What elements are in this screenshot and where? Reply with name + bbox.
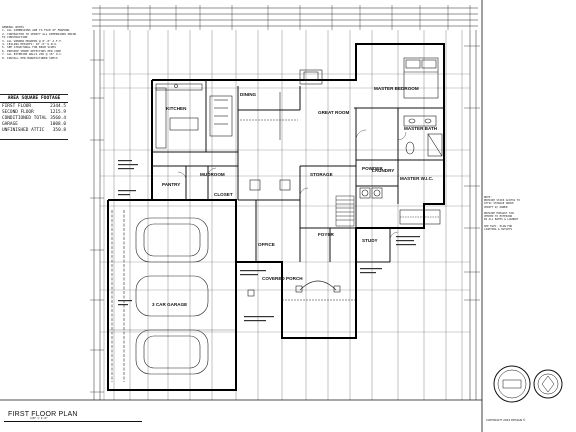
great-room-fixtures: [240, 69, 323, 191]
room-label-powder: POWDER: [362, 166, 383, 171]
room-label-storage: STORAGE: [310, 172, 333, 177]
general-note-line: 6. PROVIDE SMOKE DETECTORS PER CODE: [2, 49, 61, 53]
porch-details: [247, 280, 356, 301]
room-label-pantry: PANTRY: [162, 182, 180, 187]
general-note-line: 4. CEILING HEIGHTS: 10'-0" U.N.O.: [2, 43, 58, 47]
stair-treads: [335, 195, 355, 227]
room-label-garage: 3 CAR GARAGE: [152, 302, 187, 307]
area-row-value: 350.8: [52, 128, 66, 134]
room-label-office: OFFICE: [258, 242, 275, 247]
room-labels: MASTER BEDROOM GREAT ROOM KITCHEN DINING…: [152, 86, 438, 307]
left-dimension-lines: [90, 30, 104, 400]
area-row-value: 2344.5: [50, 103, 66, 109]
room-label-mudroom: MUDROOM: [200, 172, 225, 177]
general-note-line: 2. CONTRACTOR TO VERIFY ALL DIMENSIONS P…: [2, 32, 77, 36]
right-note-line: NOTE:: [484, 196, 492, 199]
right-dimension-lines: [464, 30, 480, 400]
room-label-closet: CLOSET: [214, 192, 233, 197]
right-note-line: VERIFY W/ OWNER: [484, 205, 508, 209]
right-note-line: PROVIDE STAIR ACCESS TO: [484, 199, 520, 203]
general-note-line: 5. SEE STRUCTURAL FOR BEAM SIZES: [2, 46, 56, 50]
room-label-kitchen: KITCHEN: [166, 106, 187, 111]
drawing-title-block: FIRST FLOOR PLAN: [0, 408, 150, 428]
room-label-master-bedroom: MASTER BEDROOM: [374, 86, 419, 91]
exterior-walls: [107, 43, 445, 391]
right-note-line: ATTIC STORAGE ABOVE: [484, 202, 514, 206]
drawing-title: FIRST FLOOR PLAN: [8, 411, 78, 418]
area-row-value: 1215.9: [50, 109, 66, 115]
room-label-master-wic: MASTER W.I.C.: [400, 176, 433, 181]
drawing-scale: 1/8" = 1'-0": [30, 416, 48, 420]
general-note-line: 8. INSTALL PER MANUFACTURER SPECS: [2, 56, 58, 60]
area-row-label: SECOND FLOOR: [2, 109, 34, 115]
right-note-line: SEE ELEC. PLAN FOR: [484, 224, 513, 228]
area-table-row: FIRST FLOOR 2344.5: [0, 103, 68, 109]
area-row-value: 3560.4: [50, 115, 66, 121]
master-bed: [403, 57, 439, 99]
room-label-study: STUDY: [362, 238, 378, 243]
general-note-line: 1. ALL DIMENSIONS ARE TO FACE OF FRAMING: [2, 29, 70, 33]
area-table-row: UNFINISHED ATTIC 350.8: [0, 128, 68, 134]
area-table-title: AREA SQUARE FOOTAGE: [0, 95, 68, 103]
area-row-label: FIRST FLOOR: [2, 103, 32, 109]
right-note-line: LIGHTING & OUTLETS: [484, 228, 513, 232]
area-table-row: GARAGE 1008.0: [0, 122, 68, 128]
general-note-line: 7. ALL EXTERIOR WALLS 2X6 @ 16" O.C.: [2, 53, 63, 57]
room-label-dining: DINING: [240, 92, 257, 97]
horizontal-grid-lines: [100, 73, 470, 333]
general-note-line: TO CONSTRUCTION: [2, 36, 28, 40]
right-note-line: PROVIDE EXHAUST FAN: [484, 212, 514, 216]
laundry-fixtures: [359, 187, 441, 225]
right-note-line: IN ALL BATHS & LAUNDRY: [484, 218, 519, 222]
room-label-foyer: FOYER: [318, 232, 335, 237]
room-label-master-bath: MASTER BATH: [404, 126, 438, 131]
door-swings: [177, 129, 407, 241]
room-label-great-room: GREAT ROOM: [318, 110, 349, 115]
right-note-line: VENTED TO EXTERIOR: [484, 215, 513, 219]
engineer-seal: [493, 365, 563, 403]
room-label-covered-porch: COVERED PORCH: [262, 276, 303, 281]
kitchen-fixtures: [155, 83, 233, 149]
master-bath-fixtures: [403, 115, 443, 157]
annotation-marks: [118, 160, 420, 322]
general-note-line: 3. ALL WINDOW HEADERS @ 8'-0" A.F.F.: [2, 39, 63, 43]
general-note-line: GENERAL NOTES: [2, 26, 24, 29]
area-row-label: CONDITIONED TOTAL: [2, 115, 47, 121]
top-dimension-lines: [92, 5, 478, 30]
title-underline: [4, 421, 142, 422]
area-row-label: UNFINISHED ATTIC: [2, 128, 45, 134]
area-table-row: SECOND FLOOR 1215.9: [0, 109, 68, 115]
area-row-label: GARAGE: [2, 122, 18, 128]
garage-details: [108, 210, 236, 382]
area-row-value: 1008.0: [50, 122, 66, 128]
sheet-border: [0, 0, 483, 432]
room-label-laundry: LAUNDRY: [372, 168, 394, 173]
copyright-text: COPYRIGHT 2024 DESIGN ©: [486, 418, 526, 422]
interior-walls: [152, 80, 444, 263]
